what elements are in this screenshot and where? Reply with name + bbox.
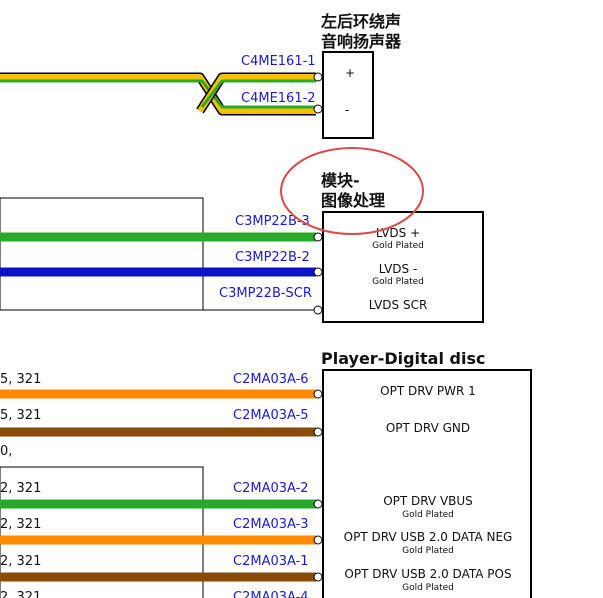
video-pin-2-terminal — [313, 267, 323, 277]
player-pin-6-terminal — [313, 572, 323, 582]
speaker-wires-cross — [196, 72, 316, 114]
player-net-1: 5, 321 — [0, 372, 41, 387]
player-conn-1-label: C2MA03A-6 — [233, 372, 309, 387]
player-net-5: 2, 321 — [0, 517, 41, 532]
speaker-pin-plus: + — [345, 66, 355, 80]
speaker-title-line-1: 左后环绕声 — [320, 12, 401, 31]
player-conn-5-label: C2MA03A-3 — [233, 517, 309, 532]
player-pin-2-label: OPT DRV GND — [386, 421, 470, 435]
player-pin-1-terminal — [313, 389, 323, 399]
player-pin-4-terminal — [313, 499, 323, 509]
speaker-pin-1-terminal — [313, 72, 323, 82]
video-pin-2-sub: Gold Plated — [372, 277, 424, 287]
player-pin-4-label: OPT DRV VBUS — [383, 494, 473, 508]
player-conn-2-label: C2MA03A-5 — [233, 408, 309, 423]
player-net-2: 5, 321 — [0, 408, 41, 423]
player-box — [322, 369, 532, 598]
player-pin-2-terminal — [313, 427, 323, 437]
speaker-conn-2-label: C4ME161-2 — [241, 91, 316, 106]
video-title-line-1: 模块- — [321, 171, 360, 190]
video-pin-3-label: LVDS SCR — [369, 298, 428, 312]
speaker-conn-1-label: C4ME161-1 — [241, 54, 316, 69]
video-pin-1-terminal — [313, 232, 323, 242]
video-conn-2-label: C3MP22B-2 — [235, 250, 310, 265]
video-module-box — [322, 211, 484, 323]
player-pin-6-label: OPT DRV USB 2.0 DATA POS — [344, 567, 511, 581]
video-title-line-2: 图像处理 — [321, 191, 385, 210]
player-title: Player-Digital disc — [321, 349, 485, 368]
player-net-4: 2, 321 — [0, 481, 41, 496]
video-pin-2-label: LVDS - — [379, 262, 418, 276]
player-pin-1-label: OPT DRV PWR 1 — [380, 384, 476, 398]
player-pin-5-sub: Gold Plated — [402, 546, 454, 556]
video-conn-3-label: C3MP22B-SCR — [219, 286, 312, 301]
player-net-7: 2, 321 — [0, 590, 41, 598]
player-net-3: 0, — [0, 444, 12, 459]
video-pin-1-label: LVDS + — [376, 226, 420, 240]
speaker-box — [322, 51, 374, 139]
player-net-6: 2, 321 — [0, 554, 41, 569]
player-conn-7-label: C2MA03A-4 — [233, 590, 309, 598]
player-conn-4-label: C2MA03A-2 — [233, 481, 309, 496]
speaker-pin-minus: - — [345, 103, 349, 117]
player-conn-6-label: C2MA03A-1 — [233, 554, 309, 569]
video-pin-1-sub: Gold Plated — [372, 241, 424, 251]
video-conn-1-label: C3MP22B-3 — [235, 214, 310, 229]
annotation-circle — [280, 147, 424, 235]
player-pin-5-terminal — [313, 535, 323, 545]
video-pin-3-terminal — [313, 305, 323, 315]
player-pin-5-label: OPT DRV USB 2.0 DATA NEG — [344, 530, 513, 544]
video-shield-outline — [0, 197, 204, 311]
player-pin-6-sub: Gold Plated — [402, 583, 454, 593]
player-pin-4-sub: Gold Plated — [402, 510, 454, 520]
speaker-title-line-2: 音响扬声器 — [321, 32, 402, 51]
speaker-pin-2-terminal — [313, 104, 323, 114]
